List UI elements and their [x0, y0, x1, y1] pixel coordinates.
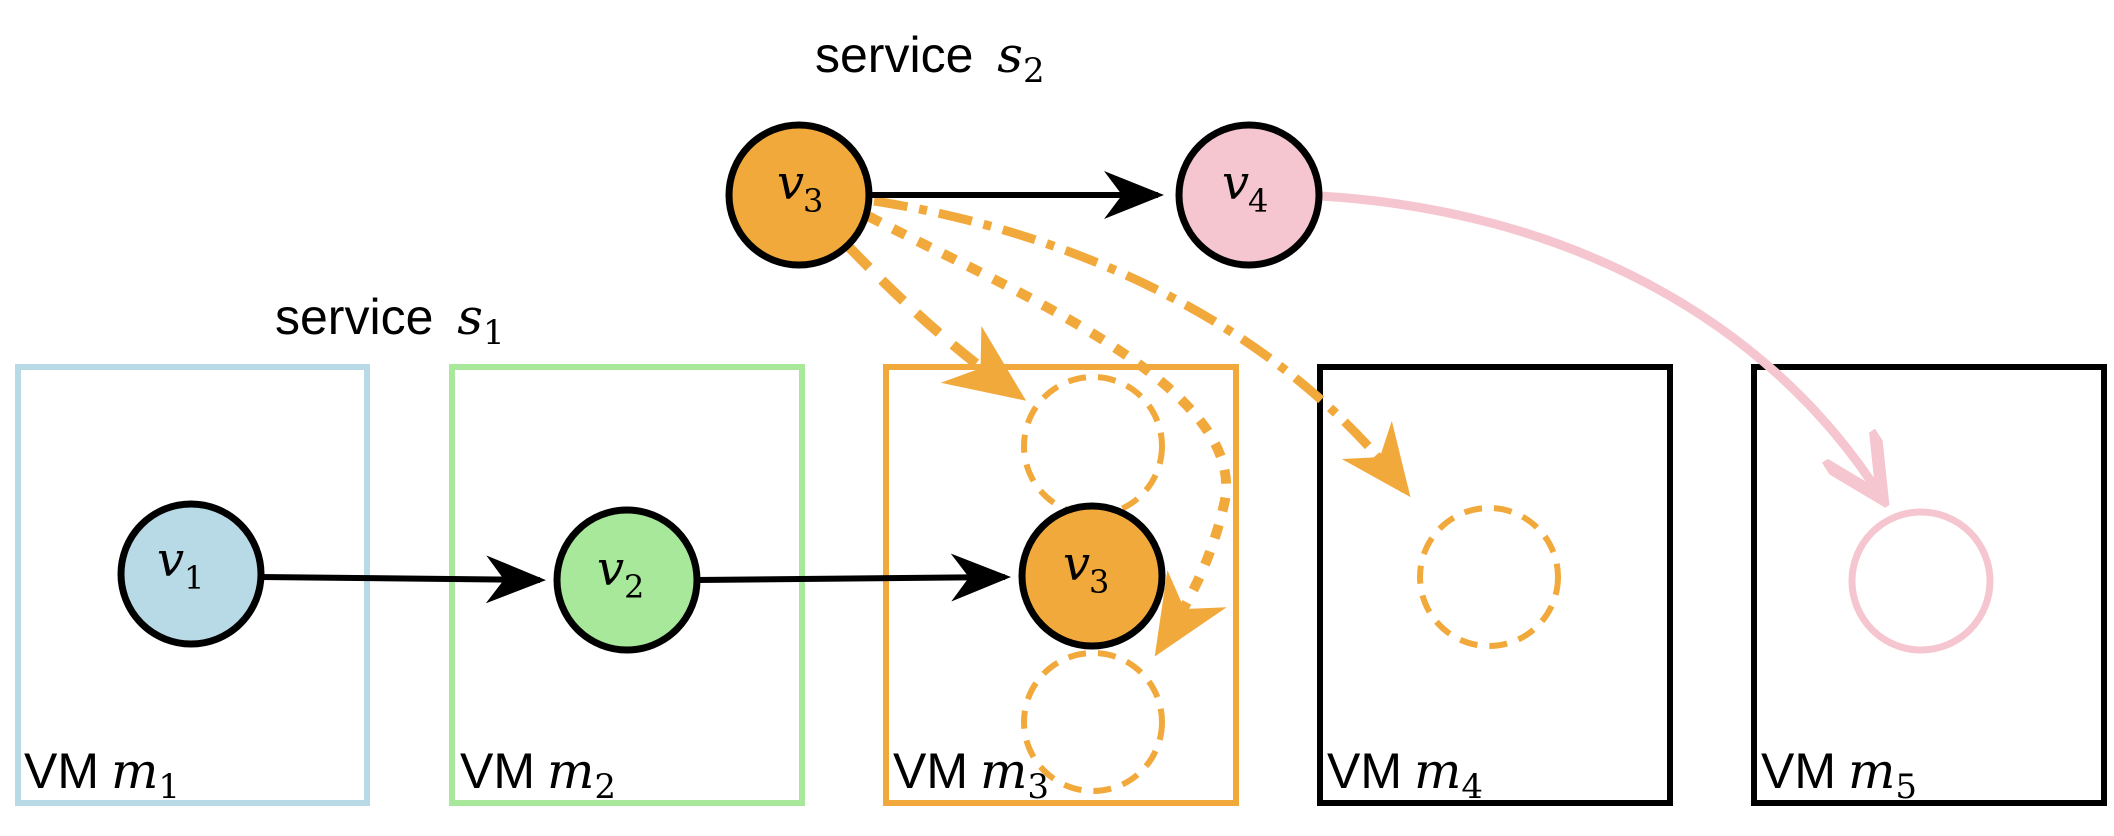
service-s1-label: service s1: [275, 288, 505, 353]
node-v3-service-s2: v 3: [725, 121, 873, 269]
vm-box-m2: [449, 364, 805, 806]
vm-box-m5: [1751, 364, 2107, 806]
vm-box-m4: [1317, 364, 1673, 806]
node-v4-var: v: [1222, 155, 1249, 211]
candidate-slot-m3-bottom: [1021, 650, 1165, 794]
candidate-slot-m3-top: [1021, 374, 1165, 518]
node-v1-var: v: [157, 532, 184, 588]
placement-slot-m5: [1848, 508, 1994, 654]
node-v3-top-sub: 3: [803, 182, 823, 220]
node-v4-sub: 4: [1248, 182, 1268, 220]
service-s2-label: service s2: [815, 26, 1045, 91]
node-v4-service-s2: v 4: [1175, 121, 1323, 269]
flow-arrow-v1-to-v2: [259, 555, 546, 604]
node-v2: v 2: [553, 506, 701, 654]
node-v1-sub: 1: [184, 559, 204, 597]
candidate-arrow-to-m3-top: [844, 242, 1027, 401]
vm-box-m1: [15, 364, 370, 806]
candidate-slot-m4: [1417, 505, 1561, 649]
node-v1: v 1: [117, 500, 265, 648]
vm-box-m3: [883, 364, 1239, 806]
candidate-arrow-to-m3-bottom: [865, 211, 1232, 657]
node-v2-sub: 2: [624, 568, 644, 606]
node-v3-placed-m3: v 3: [1018, 502, 1166, 650]
node-v3-placed-var: v: [1063, 536, 1090, 592]
candidate-arrow-to-m4: [873, 196, 1411, 498]
node-v3-placed-sub: 3: [1089, 563, 1109, 601]
flow-arrow-v2-to-v3: [696, 553, 1011, 602]
node-v3-top-var: v: [777, 155, 804, 211]
node-v2-var: v: [597, 541, 624, 597]
placement-arrow-v4-to-m5: [1319, 191, 1880, 495]
